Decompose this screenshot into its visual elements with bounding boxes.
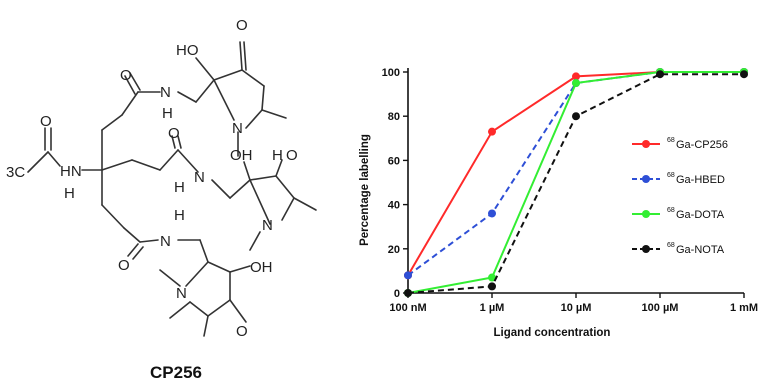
data-point-ga-nota <box>656 70 664 79</box>
x-tick-label: 10 µM <box>561 302 592 314</box>
amide-h-3-label: H <box>174 207 185 224</box>
legend-swatch-marker <box>642 175 650 183</box>
legend-swatch-marker <box>642 245 650 253</box>
y-axis-label: Percentage labelling <box>359 134 371 246</box>
legend-label: Ga-CP256 <box>676 139 728 151</box>
ring-n-3-label: N <box>176 285 187 302</box>
amide-nh-3-label: N <box>160 233 171 250</box>
chemical-structure: 3C O HN H O N H HO O N O N H OH H O N O … <box>6 17 317 382</box>
data-point-ga-hbed <box>404 271 412 280</box>
keto-oxygen-3-label: O <box>236 323 248 340</box>
data-point-ga-dota <box>488 273 496 282</box>
hydroxyl-1-label: HO <box>176 42 199 59</box>
hydroxyl-2b-label: H <box>272 147 283 164</box>
data-point-ga-cp256 <box>572 72 580 81</box>
chart: 0 20 40 60 80 100 100 nM 1 µM 10 µM 100 µM 1 mM 68… <box>359 67 758 339</box>
amide-nh-2-label: N <box>194 169 205 186</box>
ring-n-2-label: N <box>262 217 273 234</box>
legend-isotope: 68 <box>667 172 675 179</box>
x-tick-label: 1 mM <box>730 302 758 314</box>
y-tick-label: 40 <box>388 200 400 212</box>
amide-h-label: H <box>64 185 75 202</box>
amide-nh-1-label: N <box>160 84 171 101</box>
amide-nh-label: HN <box>60 163 82 180</box>
legend-swatch-marker <box>642 210 650 218</box>
keto-oxygen-1-label: O <box>236 17 248 34</box>
data-point-ga-hbed <box>488 209 496 218</box>
y-tick-label: 0 <box>394 288 400 300</box>
methyl-label: 3C <box>6 164 25 181</box>
data-point-ga-cp256 <box>488 127 496 136</box>
carbonyl-oxygen-2-label: O <box>168 125 180 142</box>
legend-label: Ga-DOTA <box>676 209 725 221</box>
data-point-ga-nota <box>572 112 580 121</box>
legend-isotope: 68 <box>667 137 675 144</box>
x-tick-label: 1 µM <box>480 302 505 314</box>
hydroxyl-2-label: OH <box>230 147 253 164</box>
y-tick-label: 20 <box>388 244 400 256</box>
y-tick-label: 100 <box>382 67 400 79</box>
keto-oxygen-2-label: O <box>286 147 298 164</box>
amide-h-1-label: H <box>162 105 173 122</box>
legend-isotope: 68 <box>667 242 675 249</box>
hydroxyl-3-label: OH <box>250 259 273 276</box>
acetyl-oxygen-label: O <box>40 113 52 130</box>
y-tick-label: 60 <box>388 155 400 167</box>
ring-n-1-label: N <box>232 120 243 137</box>
chart-series <box>404 68 748 297</box>
data-point-ga-nota <box>404 289 412 297</box>
legend-label: Ga-HBED <box>676 174 725 186</box>
y-tick-label: 80 <box>388 111 400 123</box>
data-point-ga-nota <box>488 282 496 291</box>
legend-isotope: 68 <box>667 207 675 214</box>
amide-h-2-label: H <box>174 179 185 196</box>
data-point-ga-dota <box>572 79 580 88</box>
carbonyl-oxygen-3-label: O <box>118 257 130 274</box>
legend-swatch-marker <box>642 140 650 148</box>
x-axis-label: Ligand concentration <box>494 327 611 339</box>
chart-axes: 0 20 40 60 80 100 100 nM 1 µM 10 µM 100 µM 1 mM <box>382 67 758 314</box>
legend-label: Ga-NOTA <box>676 244 725 256</box>
data-point-ga-nota <box>740 70 748 79</box>
x-tick-label: 100 nM <box>389 302 426 314</box>
carbonyl-oxygen-1-label: O <box>120 67 132 84</box>
x-tick-label: 100 µM <box>642 302 679 314</box>
compound-name: CP256 <box>150 363 202 382</box>
